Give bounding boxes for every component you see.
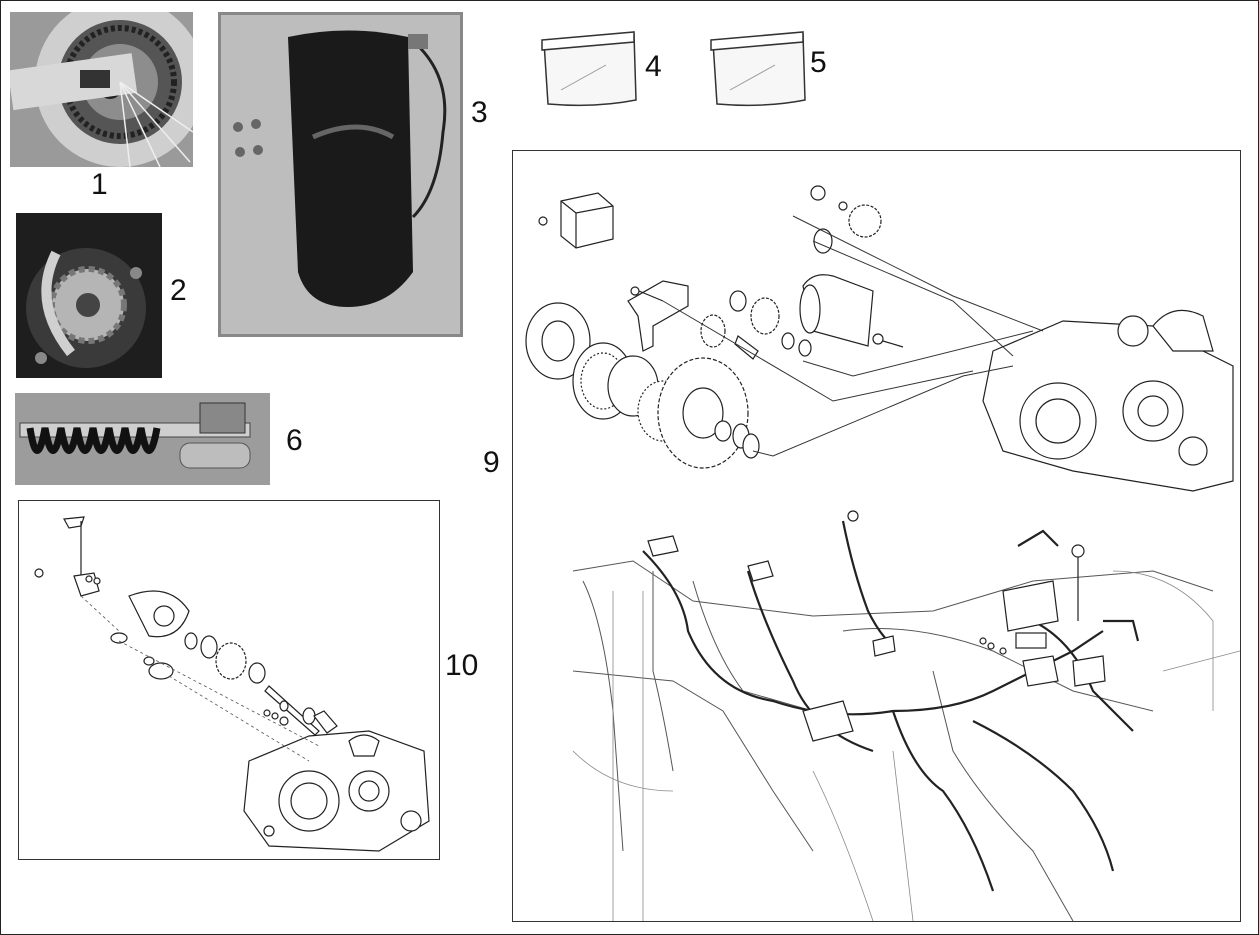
- part-3-photo: [218, 12, 463, 337]
- parts-bag-icon: [541, 31, 637, 107]
- starter-and-wiring-icon: [525, 185, 1240, 921]
- part-3-number: 3: [471, 96, 488, 129]
- part-5-number: 5: [810, 46, 827, 79]
- sprocket-chain-icon: [10, 12, 193, 167]
- part-4-number: 4: [645, 50, 662, 83]
- part-9-number: 9: [483, 446, 500, 479]
- part-5-bag: [705, 30, 810, 110]
- part-2-number: 2: [170, 274, 187, 307]
- rear-fender-icon: [218, 12, 463, 337]
- part-6-photo: [15, 393, 270, 485]
- parts-bag-icon: [710, 31, 806, 107]
- front-sprocket-icon: [16, 213, 162, 378]
- part-10-diagram-box: [18, 500, 440, 860]
- part-6-number: 6: [286, 424, 303, 457]
- part-2-photo: [16, 213, 162, 378]
- part-1-photo: [10, 12, 193, 167]
- shock-absorber-icon: [15, 393, 270, 485]
- part-9-diagram-box: [512, 150, 1241, 922]
- kickstart-mechanism-icon: [34, 516, 430, 852]
- part-10-number: 10: [445, 649, 479, 682]
- part-1-number: 1: [91, 168, 108, 201]
- part-4-bag: [536, 30, 641, 110]
